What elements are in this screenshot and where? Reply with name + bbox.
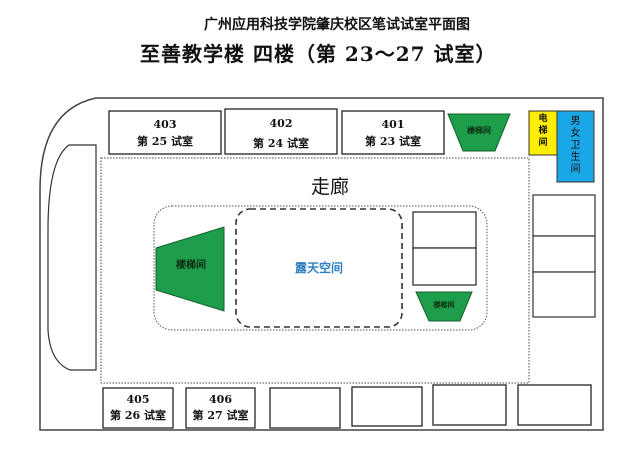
inner-area <box>153 205 488 331</box>
stairwell-top-right-label: 楼梯间 <box>467 126 491 135</box>
stairwell-top-right <box>447 113 511 152</box>
room-402-number: 402 <box>269 117 293 130</box>
restroom-char: 男 <box>570 116 581 127</box>
right-room-3 <box>532 271 596 318</box>
room-403-exam: 第 25 试室 <box>137 135 193 148</box>
courtyard-label: 露天空间 <box>294 261 343 275</box>
small-room-lower <box>412 247 477 286</box>
room-405-exam: 第 26 试室 <box>110 409 166 422</box>
restroom-label: 男 女 卫 生 间 <box>557 116 594 176</box>
stairwell-left <box>155 226 225 312</box>
room-401-number: 401 <box>381 118 405 131</box>
plan-title: 广州应用科技学院肇庆校区笔试试室平面图 <box>204 17 470 33</box>
room-403 <box>108 110 222 155</box>
room-405-label: 405 第 26 试室 <box>103 392 173 424</box>
room-bottom-4 <box>351 386 423 427</box>
restroom <box>556 110 595 183</box>
room-406 <box>185 387 256 429</box>
left-wing <box>47 144 97 371</box>
stairwell-center-right <box>415 291 473 322</box>
room-406-number: 406 <box>209 393 232 406</box>
elevator-char: 间 <box>538 138 548 148</box>
room-402-exam: 第 24 试室 <box>253 137 309 150</box>
restroom-char: 间 <box>570 164 581 175</box>
room-406-label: 406 第 27 试室 <box>186 392 255 424</box>
room-403-number: 403 <box>153 118 177 131</box>
elevator-char: 电 <box>538 114 548 124</box>
stairwell-center-right-label: 楼梯间 <box>433 301 455 309</box>
corridor <box>100 157 530 384</box>
right-room-2 <box>532 235 596 273</box>
small-room-upper <box>412 211 477 249</box>
room-bottom-5 <box>432 384 507 426</box>
elevator-label: 电 梯 间 <box>529 113 557 149</box>
room-406-exam: 第 27 试室 <box>192 409 249 422</box>
restroom-char: 卫 <box>570 140 581 151</box>
elevator-char: 梯 <box>538 126 548 136</box>
room-bottom-3 <box>269 387 341 429</box>
room-405-number: 405 <box>126 393 150 406</box>
room-401-label: 401 第 23 试室 <box>342 116 444 150</box>
restroom-char: 女 <box>570 128 581 139</box>
right-room-1 <box>532 194 596 237</box>
room-401-exam: 第 23 试室 <box>365 135 421 148</box>
corridor-label: 走廊 <box>310 176 349 198</box>
room-405 <box>102 387 174 429</box>
restroom-char: 生 <box>570 152 581 163</box>
room-401 <box>341 110 445 155</box>
room-403-label: 403 第 25 试室 <box>109 116 221 150</box>
room-402 <box>224 108 338 155</box>
room-402-label: 402 第 24 试室 <box>225 114 337 154</box>
courtyard <box>235 208 403 328</box>
stairwell-left-label: 楼梯间 <box>176 260 206 271</box>
building-outline <box>39 97 604 431</box>
room-bottom-6 <box>517 384 592 426</box>
plan-subtitle: 至善教学楼 四楼（第 23～27 试室） <box>140 42 497 66</box>
